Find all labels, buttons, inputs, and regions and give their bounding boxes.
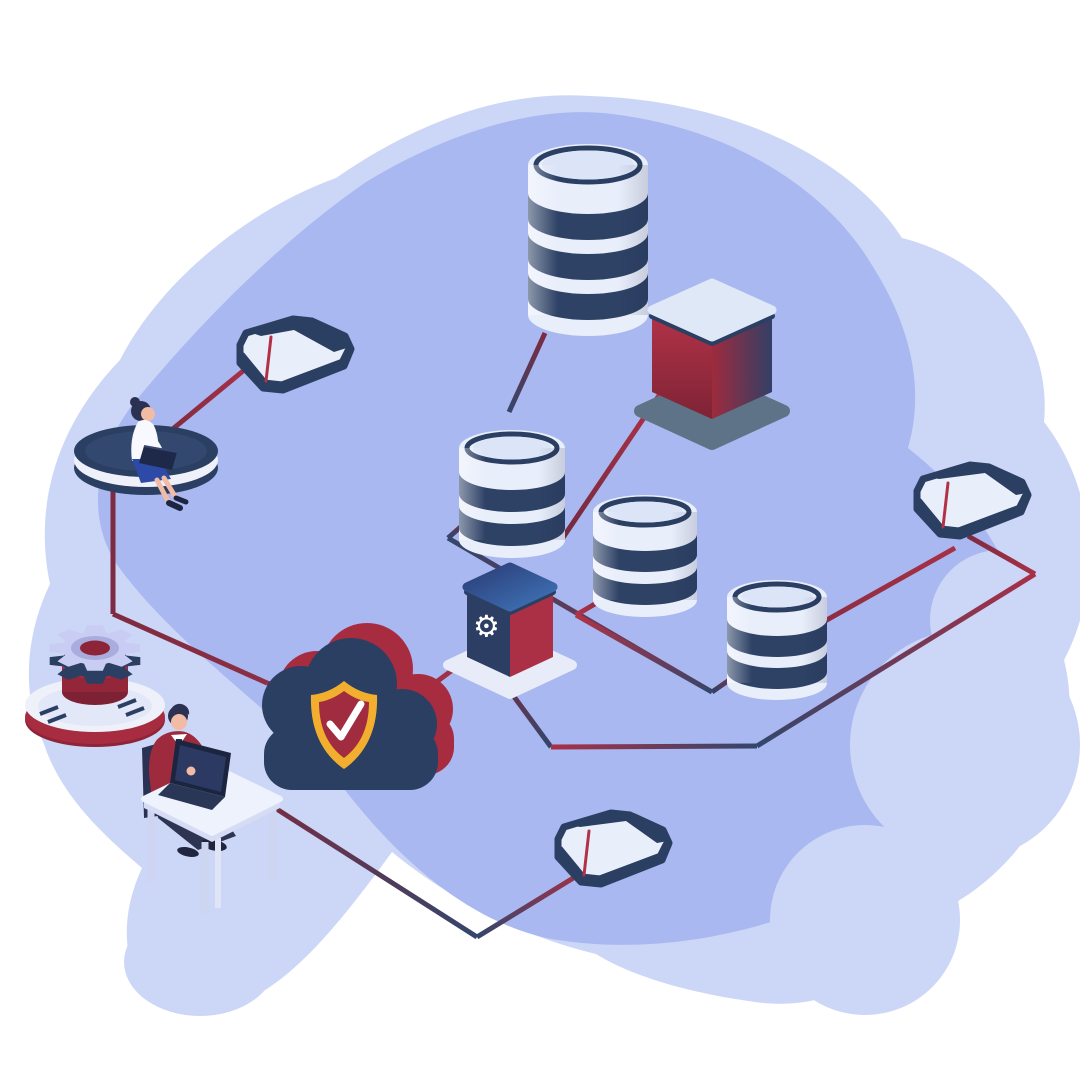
cube-left-face	[652, 316, 712, 419]
background-accent-circle-2	[930, 550, 1070, 690]
database-mid-left	[459, 430, 565, 558]
cube-top-face	[462, 562, 558, 612]
settings-gear-platform	[25, 625, 165, 747]
secure-cloud-shield	[262, 623, 454, 790]
background-accent-circle-1	[770, 825, 960, 1015]
cube-right-face	[712, 316, 772, 419]
woman-face	[141, 407, 155, 421]
compute-cube-gear: ⚙	[443, 562, 577, 699]
checkmark-icon	[326, 700, 365, 741]
man-laptop-base	[158, 783, 225, 810]
person-woman-laptop	[130, 397, 189, 511]
connection-line-cubegear-to-router-right	[487, 533, 1037, 750]
connection-line-cube-to-db-mid	[555, 392, 663, 547]
database-mid-right	[593, 495, 697, 617]
database-right	[727, 580, 827, 700]
connection-line-db-top-to-db-mid	[506, 331, 548, 414]
background-accent-circle-0	[850, 630, 1080, 860]
gear-icon: ⚙	[473, 610, 500, 645]
edge-device-right	[913, 461, 1032, 540]
cube-right-face	[510, 592, 553, 677]
router-accent-stripe	[264, 335, 273, 383]
router-accent-stripe	[582, 829, 591, 877]
connection-line-router-tl-to-disc	[161, 369, 245, 439]
router-top-panel	[570, 813, 668, 843]
connection-line-desk-to-router-bottom	[248, 789, 590, 940]
edge-device-top-left	[236, 315, 355, 394]
man-hand	[186, 766, 196, 776]
man-face	[171, 714, 187, 730]
person-man-desk	[141, 703, 283, 914]
router-accent-stripe	[941, 481, 950, 529]
router-top-panel	[249, 319, 350, 352]
cube-left-face	[467, 592, 510, 677]
database-large	[528, 144, 648, 336]
woman-laptop	[139, 446, 177, 470]
server-cube-large	[634, 278, 790, 450]
background-foot-blob	[124, 908, 276, 1016]
edge-device-bottom	[554, 809, 673, 888]
cube-top-face	[647, 278, 777, 342]
woman-shoes	[166, 500, 183, 511]
router-top-panel	[929, 465, 1027, 495]
